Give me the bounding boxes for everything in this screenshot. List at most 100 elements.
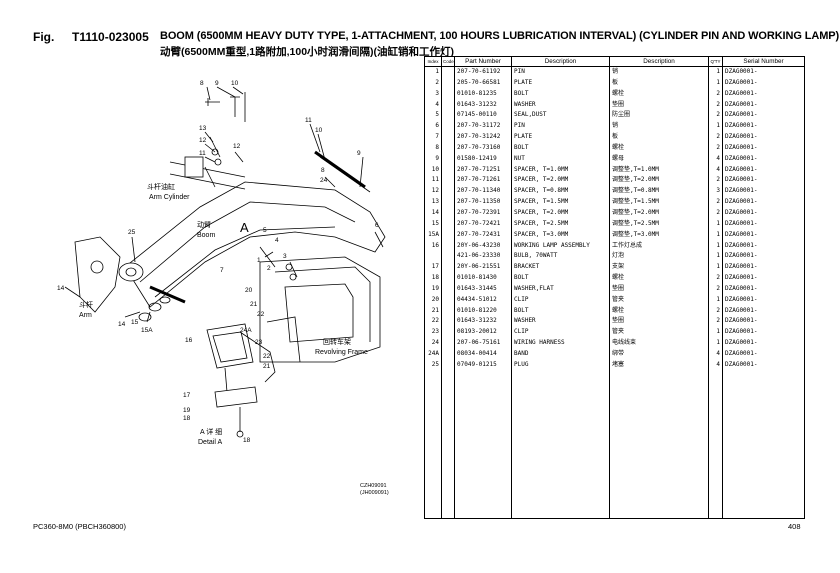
cell-desc-cn: 板 [609,132,709,143]
cell-qty: 2 [708,99,723,111]
boom-label-en: Boom [197,232,215,239]
figure-subtitle: 动臂(6500MM重型,1路附加,100小时润滑间隔)(油缸销和工作灯) [160,46,455,58]
frame-label-cn: 回转车架 [323,337,351,346]
cell-desc-cn: 堵塞 [609,359,709,371]
cell-desc-cn: 调整垫,T=1.5MM [609,197,709,208]
cell-code [441,294,455,306]
cell-code [441,197,455,208]
cell-serial: DZAG0001- [722,294,805,306]
svg-text:17: 17 [183,392,191,399]
cell-desc-cn: 螺栓 [609,273,709,284]
cell-serial: DZAG0001- [722,110,805,122]
cell-desc-en: BULB, 70WATT [511,251,610,263]
cell-code [441,121,455,133]
cell-code [441,229,455,241]
cell-part: 207-70-72421 [454,218,512,230]
col-code: Code [441,56,455,67]
cell-part: 01010-81430 [454,273,512,284]
cell-part: 01010-81235 [454,88,512,100]
cell-qty: 4 [708,153,723,165]
svg-text:23: 23 [255,339,263,346]
col-index: Index [424,56,442,67]
cell-serial: DZAG0001- [722,218,805,230]
svg-text:16: 16 [185,337,193,344]
detail-label-cn: A 详 细 [200,427,222,436]
cell-code [441,66,455,78]
cell-qty: 1 [708,294,723,306]
cell-desc-cn: 垫圈 [609,99,709,111]
cell-part: 01643-31445 [454,283,512,295]
cell-code [441,99,455,111]
cell-part: 207-70-61192 [454,66,512,78]
cell-index: 16 [424,240,442,252]
cell-index: 15 [424,218,442,230]
svg-text:22: 22 [257,311,265,318]
cell-code [441,164,455,176]
drawing-ref-alt: (JH009091) [360,490,389,496]
cell-code [441,251,455,263]
drawing-ref: CZH09091 [360,483,387,489]
cell-index: 25 [424,359,442,371]
cell-desc-en: BOLT [511,273,610,284]
cell-qty: 2 [708,207,723,219]
cell-qty: 1 [708,262,723,274]
svg-text:18: 18 [183,415,191,422]
svg-text:20: 20 [245,287,253,294]
cell-index: 1 [424,66,442,78]
cell-desc-cn: 绑带 [609,348,709,360]
cell-code [441,207,455,219]
arm-label-cn: 斗杆 [79,300,93,309]
cell-index: 6 [424,121,442,133]
cell-desc-en: WASHER [511,316,610,328]
cell-qty: 1 [708,218,723,230]
cell-qty: 2 [708,283,723,295]
cell-code [441,186,455,198]
cell-part: 20Y-06-21551 [454,262,512,274]
cell-desc-en: SPACER, T=0.8MM [511,186,610,198]
cell-desc-en: SPACER, T=2.0MM [511,175,610,187]
cell-serial: DZAG0001- [722,197,805,208]
cell-desc-en: SPACER, T=1.5MM [511,197,610,208]
frame-label-en: Revolving Frame [315,349,368,356]
cell-qty: 2 [708,142,723,154]
cell-index: 19 [424,283,442,295]
filler-cell [609,370,709,519]
svg-text:6: 6 [375,222,379,229]
cell-qty: 2 [708,175,723,187]
cell-desc-en: SPACER, T=2.5MM [511,218,610,230]
cell-part: 01580-12419 [454,153,512,165]
cell-part: 207-70-31242 [454,132,512,143]
cell-serial: DZAG0001- [722,251,805,263]
col-serial: Serial Number [722,56,805,67]
cell-qty: 1 [708,77,723,89]
cell-desc-en: SPACER, T=1.0MM [511,164,610,176]
cell-qty: 4 [708,348,723,360]
svg-text:5: 5 [263,227,267,234]
cell-serial: DZAG0001- [722,132,805,143]
cell-part: 01643-31232 [454,99,512,111]
cell-serial: DZAG0001- [722,316,805,328]
cell-desc-cn: 销 [609,66,709,78]
svg-text:10: 10 [315,127,323,134]
svg-text:11: 11 [199,150,206,157]
cell-desc-en: BOLT [511,305,610,317]
svg-text:14: 14 [118,321,126,328]
cell-index: 10 [424,164,442,176]
cell-qty: 2 [708,132,723,143]
cell-index: 5 [424,110,442,122]
cell-part: 20Y-06-43230 [454,240,512,252]
cell-desc-en: BOLT [511,88,610,100]
cell-desc-en: WIRING HARNESS [511,338,610,349]
cell-part: 421-06-23330 [454,251,512,263]
cell-serial: DZAG0001- [722,207,805,219]
